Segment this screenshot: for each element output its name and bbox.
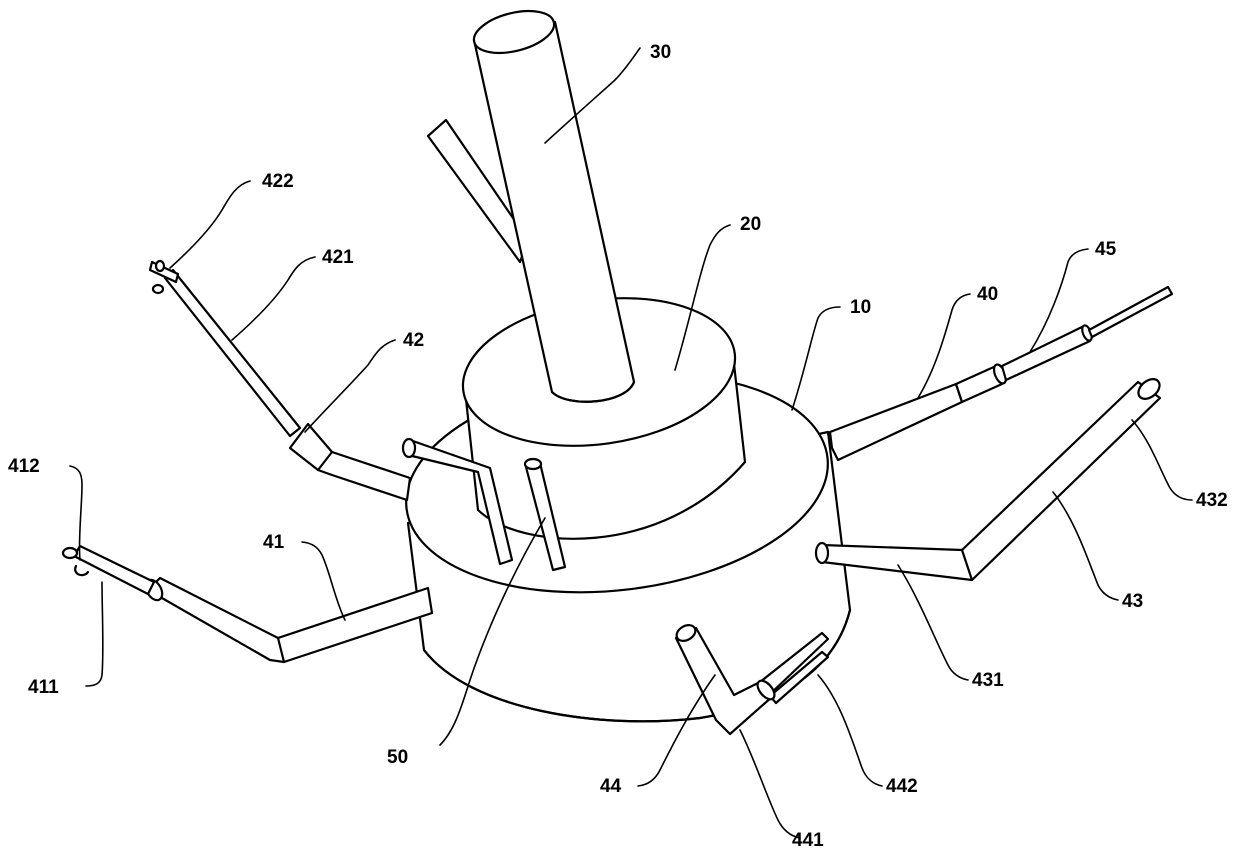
pipe-41: [63, 546, 432, 662]
pipe-42: [150, 261, 410, 500]
label-41: 41: [263, 532, 285, 553]
label-44: 44: [600, 776, 622, 797]
leader-43: [1053, 492, 1118, 600]
leader-42: [305, 340, 395, 432]
leader-41: [302, 542, 345, 620]
label-422: 422: [262, 171, 294, 192]
leader-10: [792, 307, 840, 410]
label-50: 50: [387, 747, 408, 768]
label-441: 441: [792, 830, 824, 851]
leader-442: [818, 675, 882, 786]
leader-441: [740, 730, 800, 838]
pipe-43: [816, 375, 1163, 580]
label-10: 10: [850, 297, 871, 318]
label-432: 432: [1196, 490, 1228, 511]
label-30: 30: [650, 42, 671, 63]
label-421: 421: [322, 247, 354, 268]
label-442: 442: [886, 776, 918, 797]
label-20: 20: [740, 214, 761, 235]
leader-422: [170, 181, 250, 268]
label-45: 45: [1095, 239, 1117, 260]
label-40: 40: [977, 284, 998, 305]
leader-432: [1132, 420, 1192, 500]
leader-412: [70, 466, 82, 560]
label-412: 412: [8, 456, 40, 477]
label-42: 42: [403, 330, 424, 351]
leader-411: [86, 582, 103, 686]
leader-421: [232, 257, 315, 340]
label-43: 43: [1122, 591, 1143, 612]
label-431: 431: [972, 670, 1004, 691]
leader-431: [898, 565, 968, 680]
label-411: 411: [28, 677, 59, 698]
